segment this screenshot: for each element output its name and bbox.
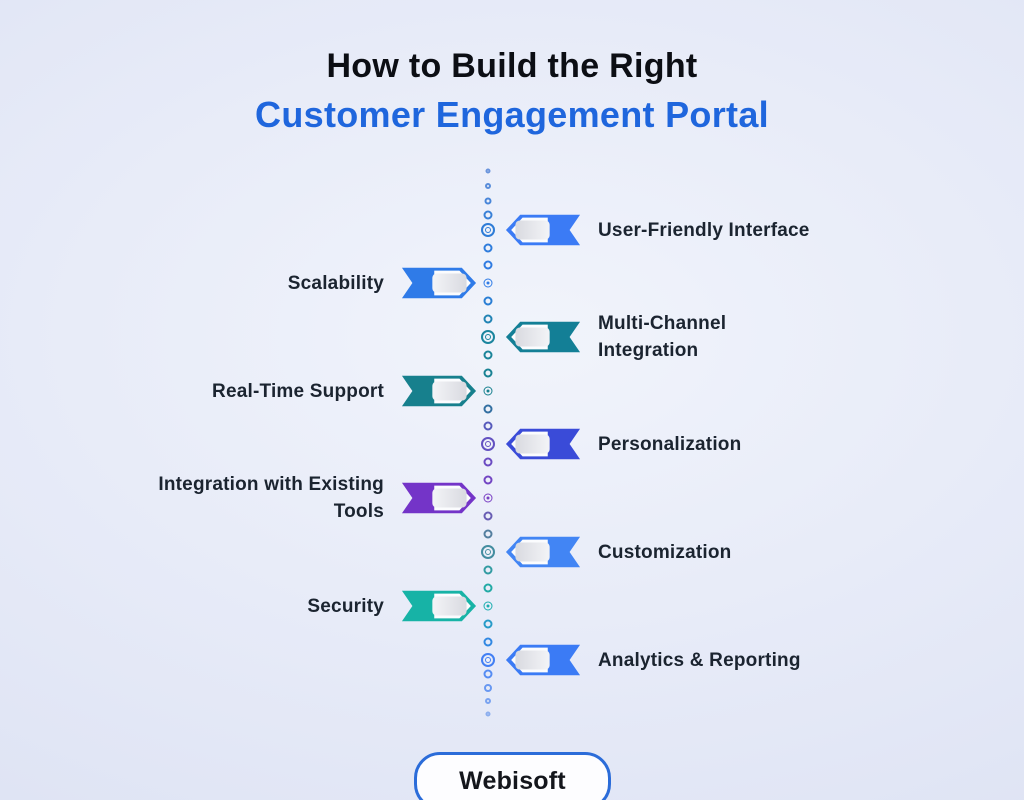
timeline-dot: [483, 583, 493, 593]
feature-label: Multi-Channel Integration: [598, 313, 727, 361]
ribbon-arrow-icon: [505, 214, 581, 246]
timeline-node: [481, 545, 495, 559]
feature-label: User-Friendly Interface: [598, 219, 810, 241]
ribbon-arrow-icon: [401, 267, 477, 299]
ribbon-arrow-icon: [505, 536, 581, 568]
feature-row-left: Real-Time Support: [150, 371, 479, 411]
timeline-dot: [483, 314, 493, 324]
feature-label: Analytics & Reporting: [598, 649, 801, 671]
timeline-dot: [483, 210, 493, 220]
timeline-node-small: [483, 493, 493, 503]
feature-label: Security: [307, 595, 384, 617]
timeline-dot: [483, 421, 493, 431]
feature-row-left: Security: [150, 586, 479, 626]
feature-row-left: Scalability: [150, 263, 479, 303]
ribbon-arrow-icon: [505, 428, 581, 460]
timeline-dot: [483, 296, 493, 306]
feature-label: Customization: [598, 541, 732, 563]
timeline-dot: [485, 168, 491, 174]
title-line-2: Customer Engagement Portal: [255, 94, 769, 136]
ribbon-arrow-icon: [505, 644, 581, 676]
title-line-1: How to Build the Right: [326, 47, 698, 85]
feature-row-right: User-Friendly Interface: [503, 210, 810, 250]
timeline-node: [481, 653, 495, 667]
timeline-dot: [483, 457, 493, 467]
timeline-dot: [483, 350, 493, 360]
feature-row-right: Multi-Channel Integration: [503, 313, 748, 361]
brand-badge: Webisoft: [414, 752, 611, 800]
ribbon-arrow-icon: [505, 321, 581, 353]
ribbon-arrow-icon: [401, 590, 477, 622]
timeline-dot: [483, 511, 493, 521]
timeline-dot: [483, 565, 493, 575]
timeline-dot: [485, 698, 491, 704]
timeline-dot: [484, 684, 492, 692]
timeline-node-small: [483, 601, 493, 611]
timeline-node-small: [483, 386, 493, 396]
timeline-node: [481, 330, 495, 344]
feature-row-right: Personalization: [503, 424, 741, 464]
timeline-dot: [483, 368, 493, 378]
timeline-dot: [485, 711, 491, 717]
ribbon-arrow-icon: [401, 482, 477, 514]
feature-row-left: Integration with Existing Tools: [150, 474, 479, 522]
timeline-dot: [483, 669, 493, 679]
timeline-dot: [484, 197, 492, 205]
feature-row-right: Customization: [503, 532, 732, 572]
timeline-dot: [483, 529, 493, 539]
page-title: How to Build the Right Customer Engageme…: [0, 44, 1024, 139]
brand-name: Webisoft: [459, 766, 566, 795]
feature-label: Real-Time Support: [212, 380, 384, 402]
ribbon-arrow-icon: [401, 375, 477, 407]
timeline-dot: [483, 619, 493, 629]
timeline-node: [481, 223, 495, 237]
timeline-dot: [483, 637, 493, 647]
feature-label: Scalability: [287, 272, 384, 294]
feature-label: Integration with Existing Tools: [158, 474, 384, 522]
feature-label: Personalization: [598, 433, 742, 455]
timeline-node-small: [483, 278, 493, 288]
feature-row-right: Analytics & Reporting: [503, 640, 801, 680]
timeline-dot: [483, 475, 493, 485]
timeline-dot: [483, 260, 493, 270]
timeline-dot: [485, 183, 491, 189]
timeline-dot: [483, 404, 493, 414]
timeline-dot: [483, 243, 493, 253]
timeline-node: [481, 437, 495, 451]
